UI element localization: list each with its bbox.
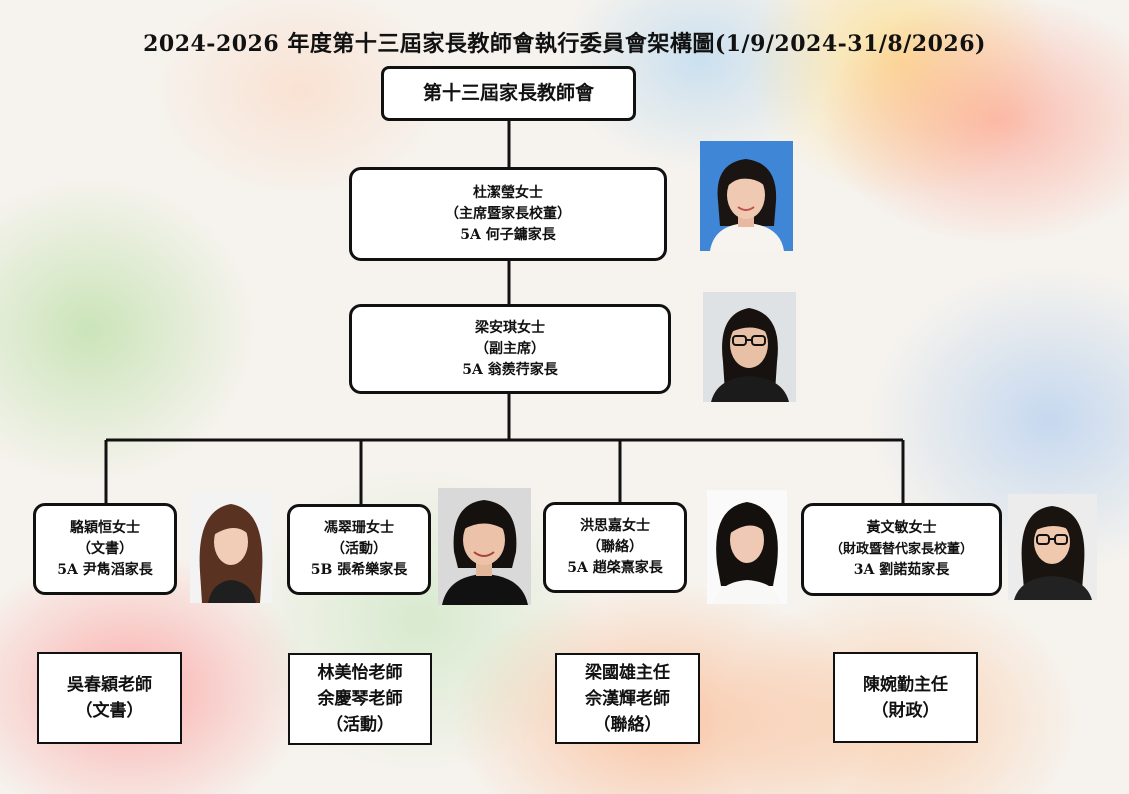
member-name: 馮翠珊女士 bbox=[324, 520, 394, 536]
teacher-line: 林美怡老師 bbox=[317, 663, 403, 683]
member-parent: 5A 尹雋滔家長 bbox=[57, 561, 153, 578]
member-parent: 5B 張希樂家長 bbox=[310, 562, 408, 578]
teacher-line: （活動） bbox=[326, 715, 394, 735]
chair-name: 杜潔瑩女士 bbox=[473, 184, 543, 201]
member-box-3: 洪思嘉女士 （聯絡） 5A 趙棨熹家長 bbox=[543, 502, 687, 593]
member-role: （財政暨替代家長校董） bbox=[829, 542, 973, 557]
vice-role: （副主席） bbox=[475, 340, 545, 357]
teacher-line: 吳春穎老師 bbox=[67, 675, 152, 695]
member-name: 黃文敏女士 bbox=[866, 520, 937, 536]
teacher-line: 梁國雄主任 bbox=[585, 662, 670, 683]
vice-name: 梁安琪女士 bbox=[475, 319, 545, 336]
teacher-box-3: 梁國雄主任 佘漢輝老師 （聯絡） bbox=[555, 653, 700, 744]
vice-photo bbox=[703, 292, 796, 402]
teacher-line: 陳婉勤主任 bbox=[863, 674, 948, 695]
teacher-box-2: 林美怡老師 余慶琴老師 （活動） bbox=[288, 653, 432, 745]
member-photo-3 bbox=[707, 490, 787, 604]
member-parent: 5A 趙棨熹家長 bbox=[567, 560, 663, 576]
member-name: 駱穎恒女士 bbox=[70, 519, 140, 536]
teacher-line: 余慶琴老師 bbox=[317, 689, 403, 709]
member-box-1: 駱穎恒女士 （文書） 5A 尹雋滔家長 bbox=[33, 503, 177, 595]
member-box-4: 黃文敏女士 （財政暨替代家長校董） 3A 劉諾茹家長 bbox=[801, 503, 1002, 596]
member-role: （活動） bbox=[331, 541, 387, 557]
member-name: 洪思嘉女士 bbox=[580, 518, 650, 534]
chair-box: 杜潔瑩女士 （主席暨家長校董） 5A 何子鏞家長 bbox=[349, 167, 667, 261]
member-box-2: 馮翠珊女士 （活動） 5B 張希樂家長 bbox=[287, 504, 431, 595]
member-photo-2 bbox=[438, 488, 531, 605]
chair-role: （主席暨家長校董） bbox=[445, 205, 571, 222]
member-role: （聯絡） bbox=[587, 539, 643, 555]
chart-title: 2024-2026 年度第十三屆家長教師會執行委員會架構圖(1/9/2024-3… bbox=[143, 31, 986, 57]
member-role: （文書） bbox=[77, 540, 133, 557]
member-photo-4 bbox=[1008, 494, 1097, 600]
teacher-line: 佘漢輝老師 bbox=[585, 688, 670, 709]
member-parent: 3A 劉諾茹家長 bbox=[853, 562, 950, 578]
teacher-line: （聯絡） bbox=[593, 714, 662, 735]
teacher-line: （文書） bbox=[75, 701, 144, 721]
teacher-line: （財政） bbox=[871, 700, 940, 721]
vice-parent: 5A 翁羨荇家長 bbox=[462, 361, 558, 378]
member-photo-1 bbox=[190, 492, 272, 603]
root-label: 第十三屆家長教師會 bbox=[422, 82, 594, 104]
teacher-box-4: 陳婉勤主任 （財政） bbox=[833, 652, 978, 743]
vice-box: 梁安琪女士 （副主席） 5A 翁羨荇家長 bbox=[349, 304, 671, 394]
chair-parent: 5A 何子鏞家長 bbox=[460, 226, 556, 243]
teacher-box-1: 吳春穎老師 （文書） bbox=[37, 652, 182, 744]
chair-photo bbox=[700, 141, 793, 251]
root-box: 第十三屆家長教師會 bbox=[381, 66, 636, 121]
